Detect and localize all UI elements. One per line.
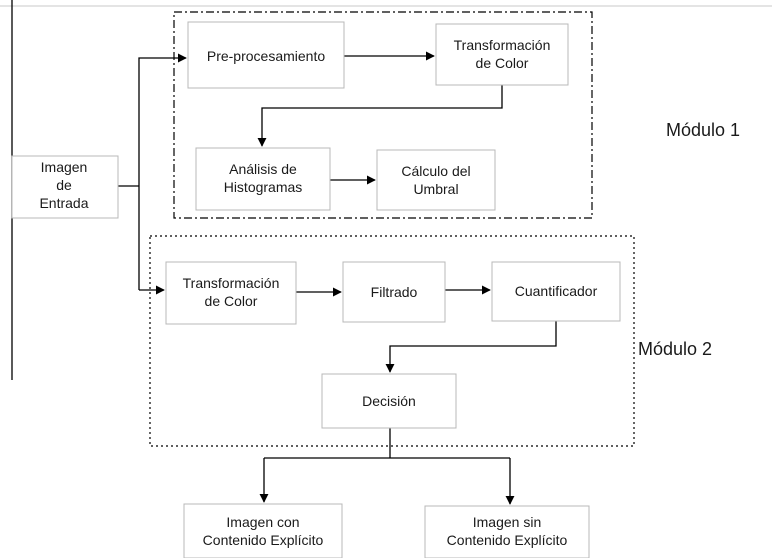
node-threshold-line-2: Umbral — [413, 181, 458, 197]
module-1-label: Módulo 1 — [666, 120, 740, 140]
edge-input-to-pre — [138, 53, 187, 290]
node-threshold: Cálculo del Umbral — [376, 149, 496, 211]
node-histogram-analysis-line-2: Histogramas — [224, 179, 303, 195]
node-histogram-analysis: Análisis de Histogramas — [195, 147, 331, 211]
node-color-transform-1: Transformación de Color — [435, 23, 569, 86]
node-decision: Decisión — [321, 373, 457, 429]
node-output-explicit-line-1: Imagen con — [226, 514, 299, 530]
node-threshold-line-1: Cálculo del — [401, 163, 470, 179]
node-preprocessing-line-1: Pre-procesamiento — [207, 48, 325, 64]
node-quantifier: Cuantificador — [491, 261, 621, 322]
node-color-transform-1-line-2: de Color — [476, 55, 529, 71]
node-output-non-explicit-line-1: Imagen sin — [473, 514, 541, 530]
node-output-non-explicit: Imagen sin Contenido Explícito — [424, 505, 590, 558]
node-filtering-line-1: Filtrado — [371, 284, 418, 300]
node-output-explicit: Imagen con Contenido Explícito — [183, 503, 343, 558]
node-input-line-2: de — [56, 177, 72, 193]
node-quantifier-line-1: Cuantificador — [515, 283, 598, 299]
edge-cuant-to-decision — [385, 321, 557, 373]
node-output-explicit-line-2: Contenido Explícito — [203, 532, 324, 548]
node-color-transform-1-line-1: Transformación — [454, 37, 551, 53]
node-input: Imagen de Entrada — [11, 155, 119, 219]
module-1-frame — [173, 11, 593, 219]
edge-trans1-to-hist — [257, 85, 503, 147]
node-preprocessing: Pre-procesamiento — [187, 21, 345, 89]
node-color-transform-2: Transformación de Color — [165, 261, 297, 325]
node-color-transform-2-line-1: Transformación — [183, 275, 280, 291]
node-histogram-analysis-line-1: Análisis de — [229, 161, 297, 177]
node-color-transform-2-line-2: de Color — [205, 293, 258, 309]
node-input-line-3: Entrada — [39, 195, 88, 211]
node-output-non-explicit-line-2: Contenido Explícito — [447, 532, 568, 548]
node-decision-line-1: Decisión — [362, 393, 416, 409]
node-input-line-1: Imagen — [41, 159, 88, 175]
node-filtering: Filtrado — [342, 261, 446, 323]
module-2-frame — [149, 235, 635, 447]
module-2-label: Módulo 2 — [638, 339, 712, 359]
